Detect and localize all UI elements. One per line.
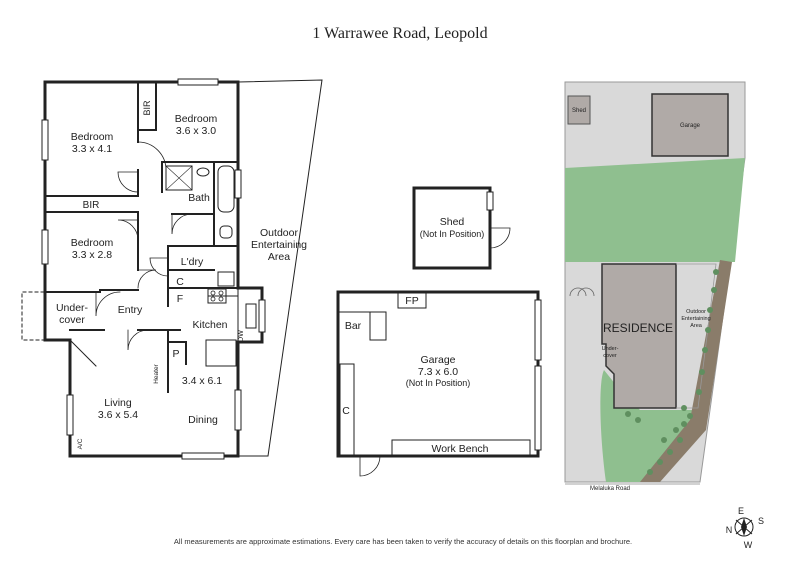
undercover-label-line1: Under- xyxy=(56,302,89,314)
site-undercover-line2: cover xyxy=(603,353,617,359)
windows xyxy=(41,78,266,460)
site-outdoor-line1: Outdoor xyxy=(686,309,706,315)
shed-plan xyxy=(412,186,511,270)
outdoor-label-line3: Area xyxy=(268,251,290,263)
laundry-label: L'dry xyxy=(181,256,204,268)
garage-note: (Not In Position) xyxy=(406,378,471,388)
site-garage xyxy=(651,93,729,157)
undercover-label-line2: cover xyxy=(59,314,85,326)
garage-bar-label: Bar xyxy=(345,320,362,332)
garage-cupboard-label: C xyxy=(342,405,350,417)
site-plan xyxy=(564,81,746,485)
compass-icon xyxy=(734,517,754,537)
shed-label: Shed xyxy=(440,216,465,228)
site-shed xyxy=(567,95,591,125)
compass-east: E xyxy=(738,506,744,516)
back-lawn xyxy=(565,158,745,262)
kitchen-size: 3.4 x 6.1 xyxy=(182,375,222,387)
vanity-basin xyxy=(196,167,210,177)
heater-label: Heater xyxy=(153,363,160,383)
living-size: 3.6 x 5.4 xyxy=(98,409,138,421)
disclaimer-text: All measurements are approximate estimat… xyxy=(174,537,632,546)
ac-label: A/C xyxy=(77,438,84,449)
site-outdoor-line2: Entertaining xyxy=(681,316,710,322)
kitchen-bench xyxy=(207,295,239,343)
site-outdoor-line3: Area xyxy=(690,323,703,329)
property-address-title: 1 Warrawee Road, Leopold xyxy=(312,25,487,42)
work-bench-label: Work Bench xyxy=(432,443,489,455)
compass-north: N xyxy=(726,525,733,535)
garage-plan xyxy=(336,290,542,477)
garage-fireplace-label: FP xyxy=(405,295,418,307)
bedroom-3-size: 3.3 x 2.8 xyxy=(72,249,112,261)
pantry-label: P xyxy=(172,348,179,360)
bedroom-2-size: 3.6 x 3.0 xyxy=(176,125,216,137)
laundry-tub xyxy=(217,271,235,287)
compass-west: W xyxy=(744,540,753,550)
bir-2-label: BIR xyxy=(142,100,152,116)
cooktop xyxy=(207,288,227,304)
site-undercover-line1: Under- xyxy=(602,346,619,352)
bath-label: Bath xyxy=(188,192,210,204)
dishwasher-label: DW xyxy=(238,330,245,342)
site-residence xyxy=(601,263,677,409)
site-shed-label: Shed xyxy=(572,108,586,114)
bedroom-2-label: Bedroom xyxy=(175,113,218,125)
house-floorplan xyxy=(21,78,323,460)
site-garage-label: Garage xyxy=(680,123,701,129)
door-swings xyxy=(95,141,193,351)
toilet xyxy=(219,225,233,239)
interior-walls xyxy=(44,81,239,393)
fridge-label: F xyxy=(177,293,183,305)
entry-label: Entry xyxy=(118,304,143,316)
kitchen-sink xyxy=(245,303,257,329)
outdoor-area-outline xyxy=(237,79,323,457)
bathtub xyxy=(217,165,235,213)
outdoor-label-line2: Entertaining xyxy=(251,239,307,251)
outdoor-label-line1: Outdoor xyxy=(260,227,298,239)
undercover-dashed-outline xyxy=(21,291,46,341)
bedroom-1-size: 3.3 x 4.1 xyxy=(72,143,112,155)
dining-label: Dining xyxy=(188,414,218,426)
shower xyxy=(165,165,193,191)
compass-south: S xyxy=(758,516,764,526)
kitchen-label: Kitchen xyxy=(192,319,227,331)
bedroom-1-label: Bedroom xyxy=(71,131,114,143)
bedroom-3-label: Bedroom xyxy=(71,237,114,249)
cupboard-label: C xyxy=(176,276,184,288)
garage-label: Garage xyxy=(420,354,455,366)
garden-bed xyxy=(640,260,732,482)
bir-1-label: BIR xyxy=(83,200,100,211)
site-road-label: Melaluka Road xyxy=(590,486,630,492)
site-residence-label: RESIDENCE xyxy=(603,321,673,335)
garage-size: 7.3 x 6.0 xyxy=(418,366,458,378)
shed-note: (Not In Position) xyxy=(420,229,485,239)
shrubs xyxy=(625,269,719,475)
living-label: Living xyxy=(104,397,132,409)
kitchen-island xyxy=(205,339,237,367)
